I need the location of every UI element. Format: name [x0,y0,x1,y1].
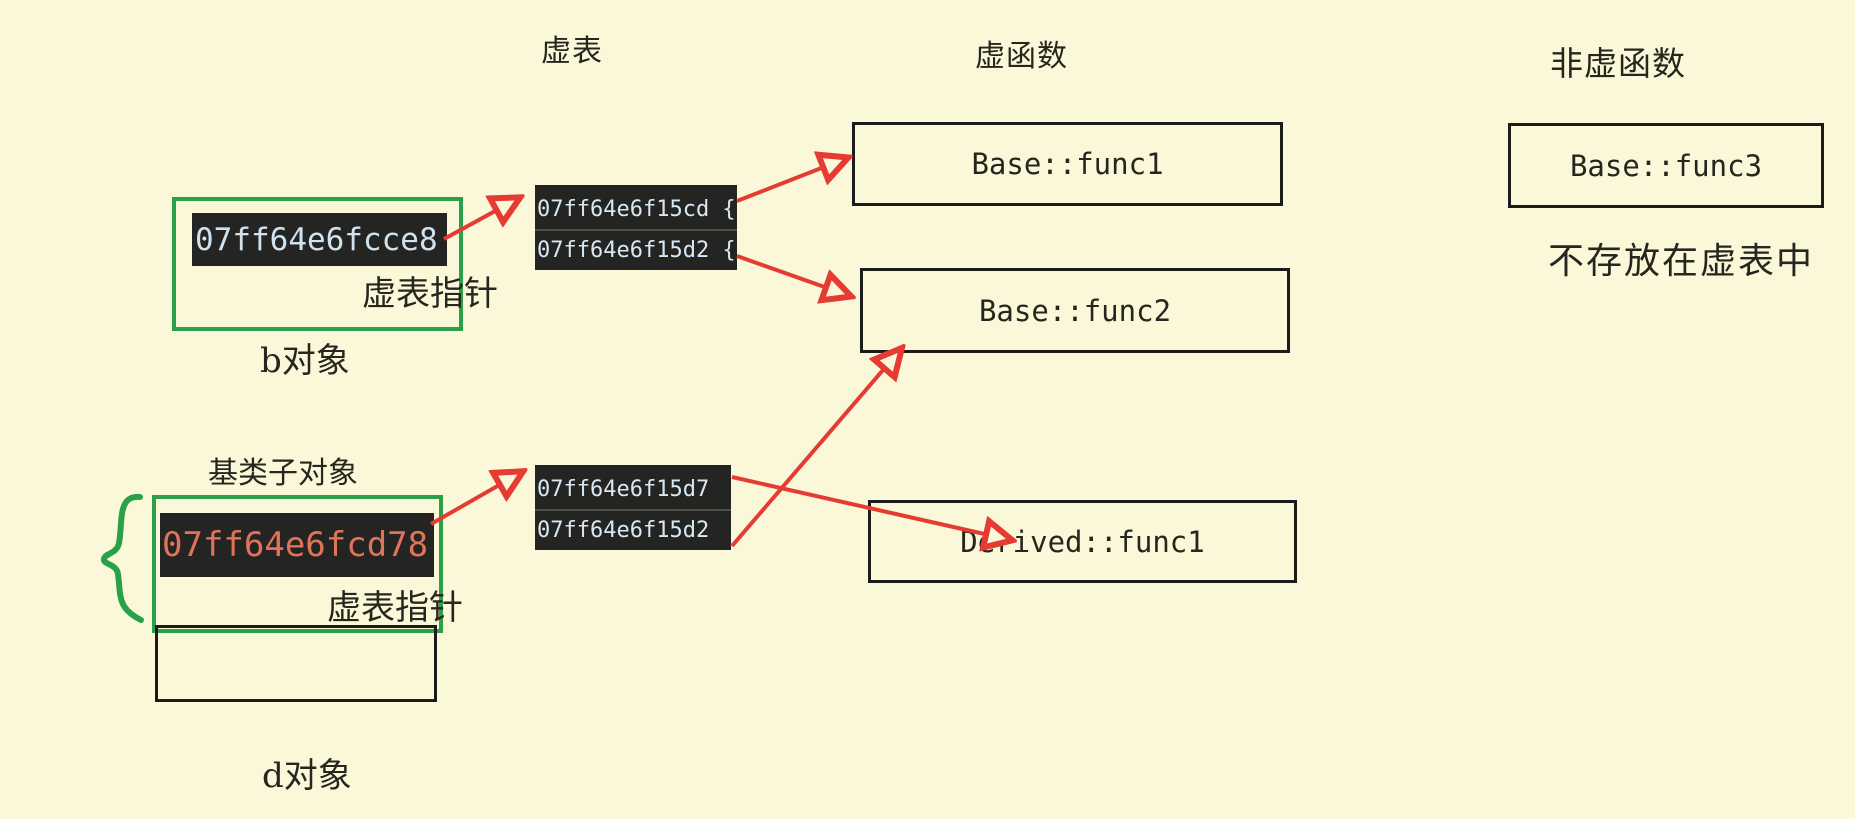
d-object-base-subobject-label: 基类子对象 [208,456,358,491]
non-virtual-note: 不存放在虚表中 [1548,241,1815,282]
base-func3-box: Base::func3 [1508,123,1824,208]
vtable-d-slot-0: 07ff64e6f15d7 [537,477,710,502]
base-func2-box: Base::func2 [860,268,1290,353]
arrow-vtableb-slot1-to-base-func2 [736,254,850,296]
d-object-vptr-address: 07ff64e6fcd78 [160,513,434,577]
green-brace [101,493,144,623]
vtable-d-slot-1: 07ff64e6f15d2 [535,509,731,550]
base-func1-box: Base::func1 [852,122,1283,206]
header-vtable: 虚表 [541,34,603,69]
b-object-vptr-label: 虚表指针 [362,274,498,314]
arrow-d-to-vtable [430,472,522,526]
header-virtual-functions: 虚函数 [975,39,1068,74]
b-object-label: b对象 [260,341,350,381]
derived-func1-box: Derived::func1 [868,500,1297,583]
d-object-base-subobject-box [152,495,443,633]
vtable-b-slot-0: 07ff64e6f15cd { [537,197,736,222]
arrow-vtableb-slot0-to-base-func1 [736,158,847,203]
header-non-virtual-functions: 非虚函数 [1550,44,1686,83]
d-object-vptr-label: 虚表指针 [327,588,463,628]
d-object-member-box [155,625,437,702]
b-object-box [172,197,463,331]
b-object-vptr-address: 07ff64e6fcce8 [192,213,447,266]
vtable-b: 07ff64e6f15cd { 07ff64e6f15d2 { [535,185,737,270]
vtable-b-slot-1: 07ff64e6f15d2 { [535,229,737,270]
vtable-d: 07ff64e6f15d7 07ff64e6f15d2 [535,465,731,550]
d-object-label: d对象 [262,756,352,796]
